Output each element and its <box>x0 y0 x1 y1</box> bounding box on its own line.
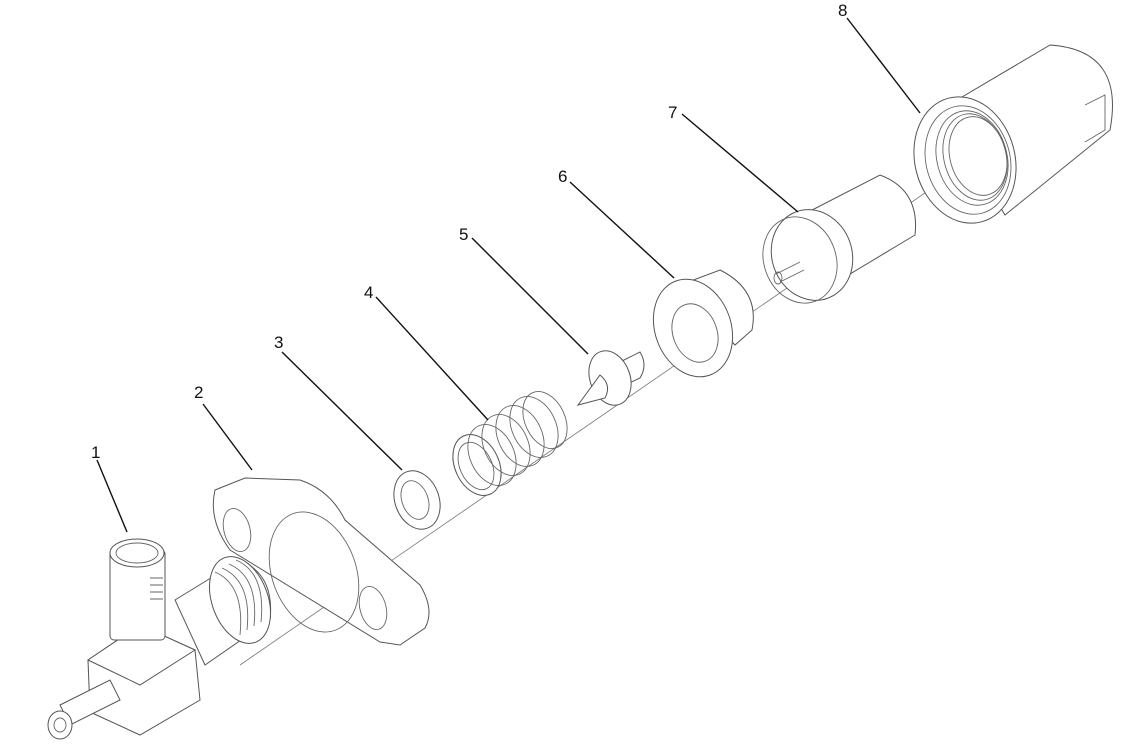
leader-4 <box>375 296 489 421</box>
leader-3 <box>281 351 403 471</box>
part-8-cap-nut <box>913 44 1113 224</box>
leader-8 <box>846 17 921 114</box>
leader-6 <box>569 181 675 279</box>
callout-4: 4 <box>364 283 374 302</box>
leader-5 <box>471 237 589 355</box>
callout-8: 8 <box>838 1 848 20</box>
part-4-spring <box>452 391 568 496</box>
leader-2 <box>202 403 253 471</box>
leader-lines <box>96 17 921 533</box>
callout-2: 2 <box>194 383 204 402</box>
leader-7 <box>681 113 799 213</box>
part-5-poppet <box>576 350 645 406</box>
callout-3: 3 <box>274 333 284 352</box>
part-3-washer <box>393 470 441 530</box>
callout-6: 6 <box>558 167 568 186</box>
part-1-elbow-fitting <box>47 538 272 740</box>
part-6-valve-seat <box>652 269 754 378</box>
part-7-plunger <box>762 174 917 304</box>
callout-1: 1 <box>91 443 101 462</box>
callout-7: 7 <box>668 103 678 122</box>
part-2-flange <box>212 477 430 646</box>
leader-1 <box>96 459 128 533</box>
callout-5: 5 <box>459 225 469 244</box>
